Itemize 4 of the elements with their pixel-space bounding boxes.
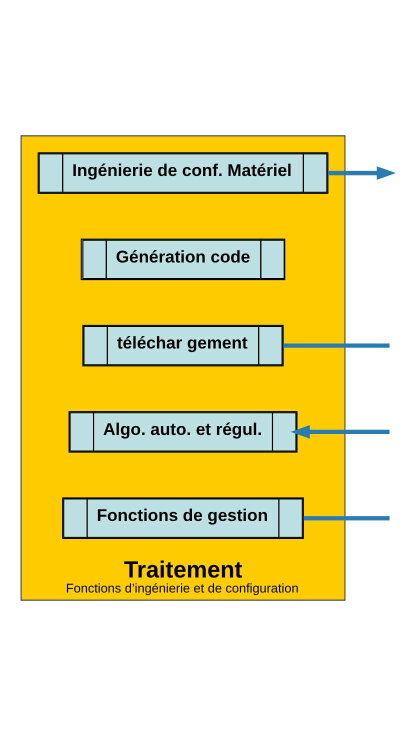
- arrow: [328, 166, 395, 180]
- connector: [304, 516, 390, 520]
- arrow: [290, 425, 390, 439]
- connector: [283, 344, 390, 348]
